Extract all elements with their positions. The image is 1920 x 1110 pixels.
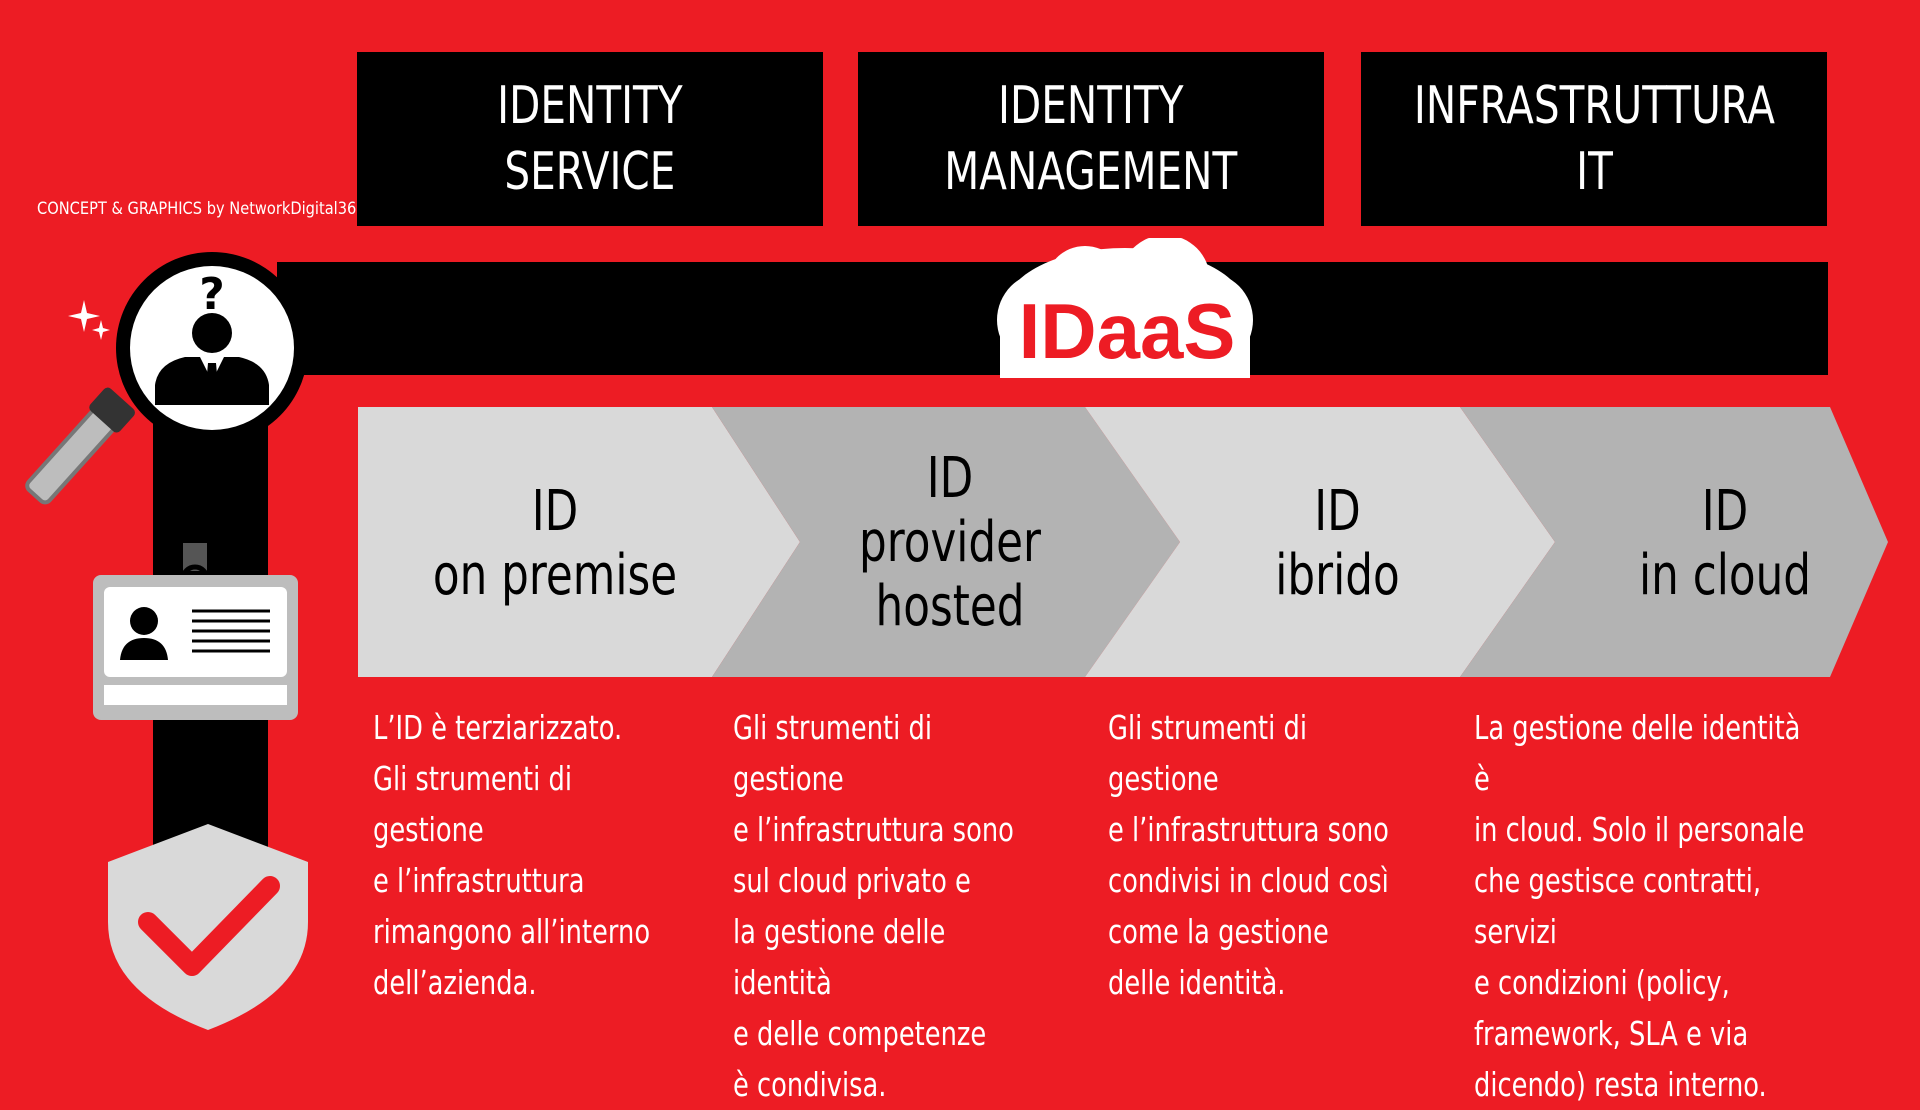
magnifier-person-icon: ? [25,252,308,505]
step-chevron-in-cloud [1460,407,1888,677]
header-box-identity-service: IDENTITY SERVICE [357,52,823,226]
step-chevron-provider-hosted [712,407,1180,677]
step-title-on-premise: ID on premise [390,480,720,608]
step-chevron-on-premise [358,407,800,677]
header-box-infrastruttura-it: INFRASTRUTTURA IT [1361,52,1827,226]
step-title-text: ID on premise [432,479,678,608]
step-title-ibrido: ID ibrido [1180,480,1495,608]
step-title-provider-hosted: ID provider hosted [790,447,1110,639]
cloud-icon [997,238,1253,378]
step-chevron-ibrido [1085,407,1555,677]
credit-text: CONCEPT & GRAPHICS by NetworkDigital360 [37,199,366,219]
svg-text:?: ? [199,269,225,320]
header-label: IDENTITY SERVICE [497,76,683,202]
header-label: INFRASTRUTTURA IT [1413,76,1775,202]
step-description-on-premise: L’ID è terziarizzato. Gli strumenti di g… [373,708,651,1002]
step-title-text: ID provider hosted [858,446,1041,639]
step-description-in-cloud: La gestione delle identità è in cloud. S… [1474,708,1805,1104]
step-description-provider-hosted: Gli strumenti di gestione e l’infrastrut… [733,708,1014,1104]
step-description-ibrido: Gli strumenti di gestione e l’infrastrut… [1108,708,1389,1002]
step-title-text: ID in cloud [1639,479,1811,608]
shield-check-icon [108,824,308,1030]
step-title-text: ID ibrido [1275,479,1400,608]
idaas-label: IDaaS [1018,286,1236,375]
id-badge-icon [93,543,298,720]
steps-arrow-band [358,407,1888,677]
header-box-identity-management: IDENTITY MANAGEMENT [858,52,1324,226]
step-title-in-cloud: ID in cloud [1560,480,1890,608]
sparkle-icon [68,300,110,340]
header-label: IDENTITY MANAGEMENT [944,76,1238,202]
